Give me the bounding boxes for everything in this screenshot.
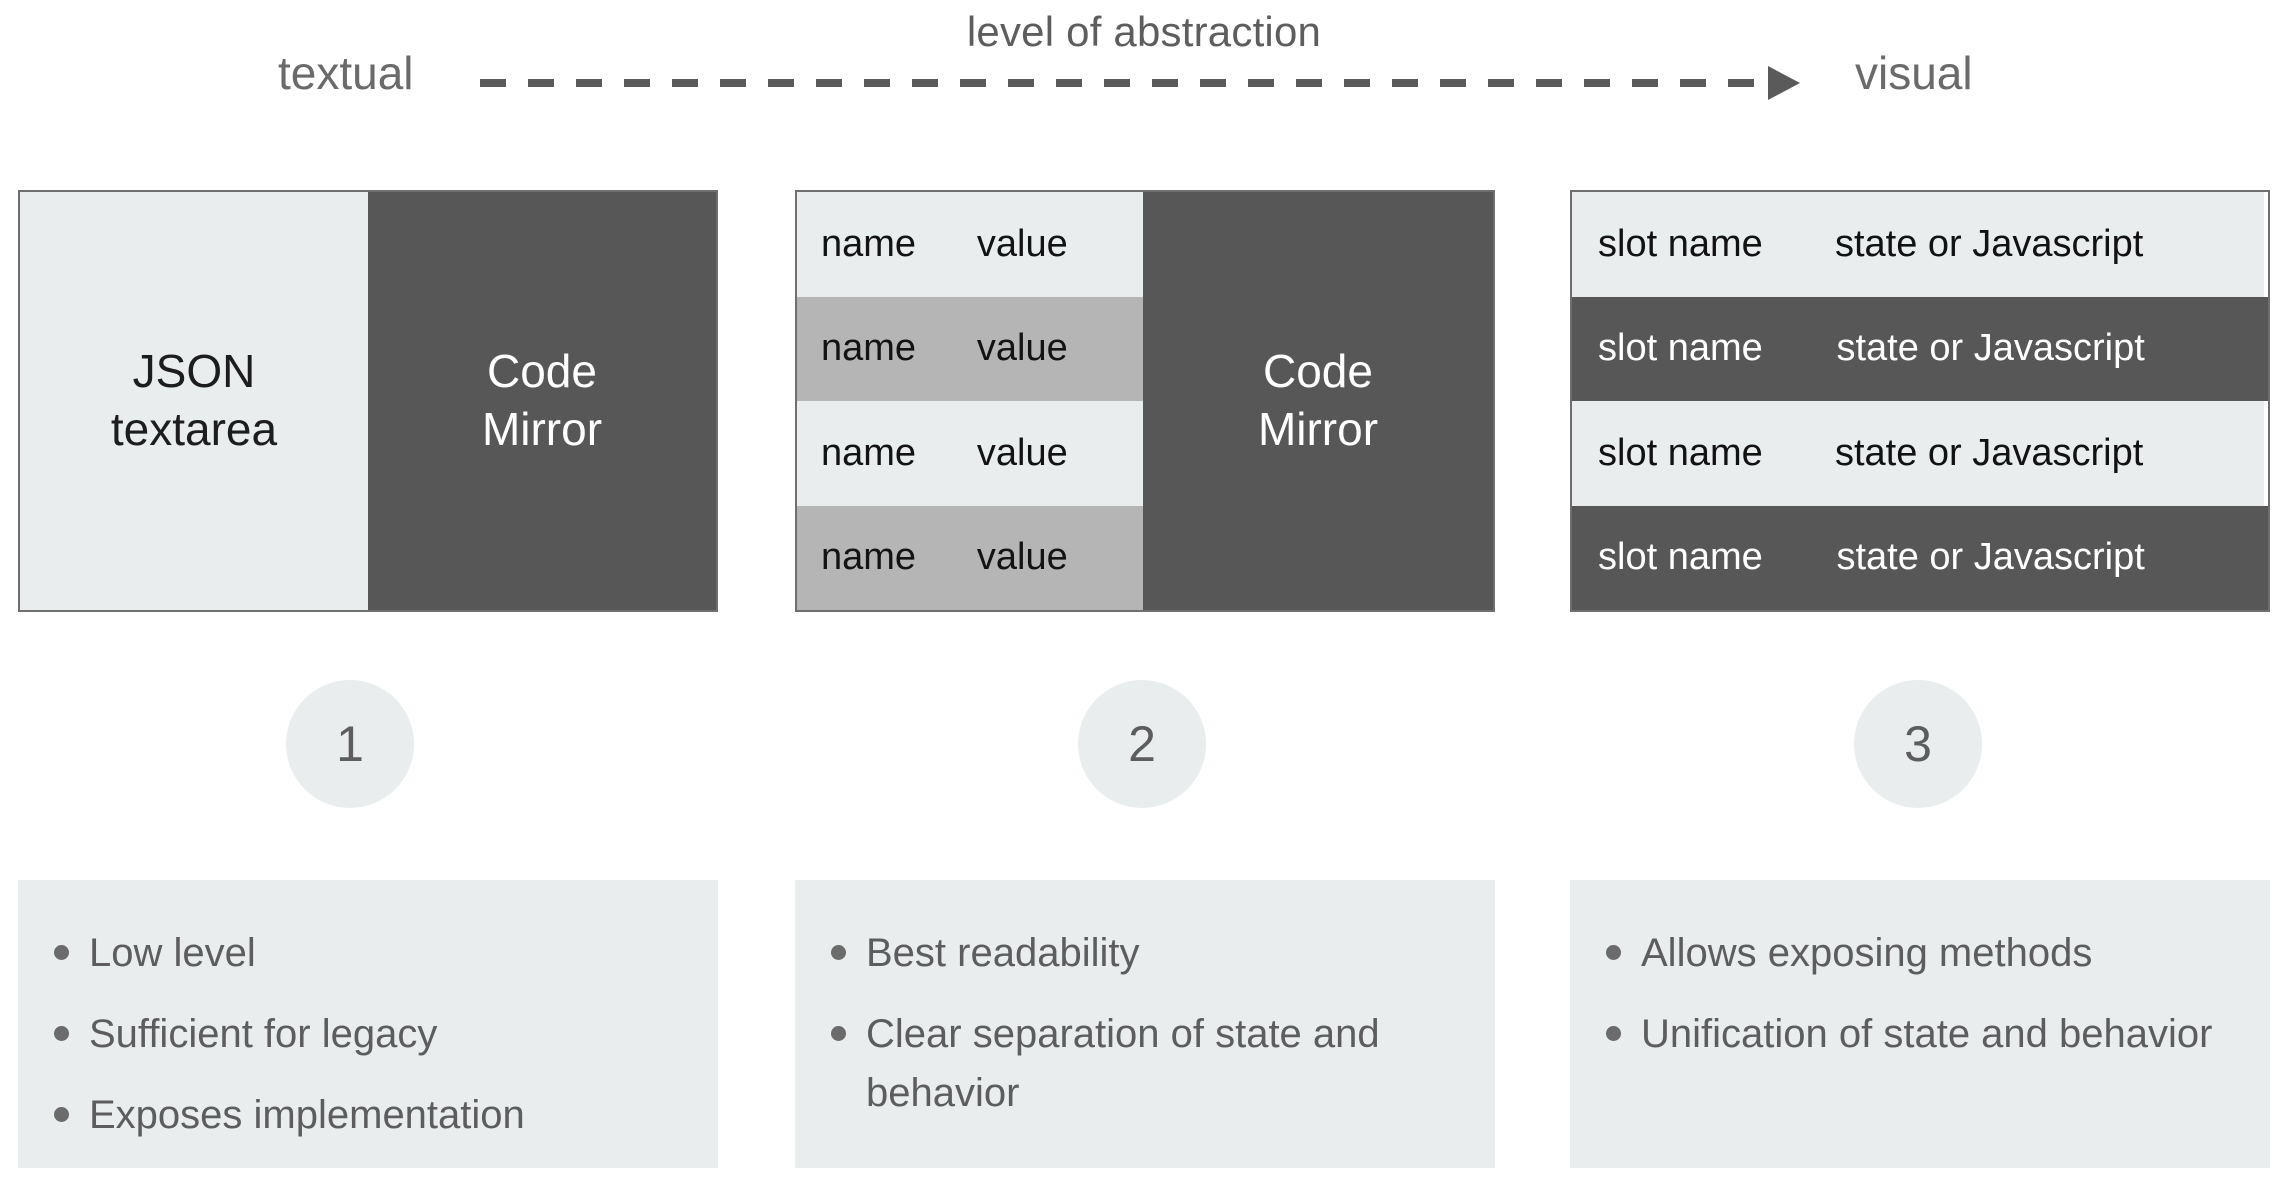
cell-state: state or Javascript xyxy=(1836,536,2145,579)
bullet-text: Unification of state and behavior xyxy=(1641,1012,2213,1057)
cell-state: state or Javascript xyxy=(1834,222,2144,265)
axis-caption: level of abstraction xyxy=(966,8,1322,55)
table-row: slot name state or Javascript xyxy=(1572,296,2268,401)
table-row: slot name state or Javascript xyxy=(1572,505,2268,610)
panel-2-right-line-1: Code xyxy=(1263,345,1373,398)
panel-slot-state-javascript: slot name state or Javascript slot name … xyxy=(1570,190,2270,612)
step-badge-2: 2 xyxy=(1078,680,1206,808)
bullet-dot-icon xyxy=(1606,945,1621,960)
bullet-card-row: Low level Sufficient for legacy Exposes … xyxy=(0,880,2288,1180)
bullet-dot-icon xyxy=(1606,1026,1621,1042)
step-badge-3: 3 xyxy=(1854,680,1982,808)
panel-2-name-value-table: name value name value name value name va… xyxy=(797,192,1143,610)
bullet-dot-icon xyxy=(54,1026,69,1042)
cell-value: value xyxy=(976,536,1068,579)
bullet-dot-icon xyxy=(831,945,846,960)
panel-2-right-line-2: Mirror xyxy=(1257,403,1379,455)
list-item: Allows exposing methods xyxy=(1606,924,2240,983)
panel-1-right-line-2: Mirror xyxy=(481,403,603,455)
abstraction-axis: level of abstraction textual visual xyxy=(0,0,2288,140)
panel-2-right-label: Code Mirror xyxy=(1258,343,1378,459)
bullet-dot-icon xyxy=(54,1107,69,1123)
cell-name: name xyxy=(821,536,917,579)
bullet-text: Allows exposing methods xyxy=(1641,931,2093,975)
cell-state: state or Javascript xyxy=(1834,431,2144,474)
cell-state: state or Javascript xyxy=(1836,327,2145,370)
dashed-line xyxy=(480,79,1770,87)
bullet-dot-icon xyxy=(831,1026,846,1042)
dashed-arrow-right-icon xyxy=(480,66,1820,100)
table-row: name value xyxy=(797,296,1143,401)
axis-right-label: visual xyxy=(1855,47,1973,99)
panel-row: JSON textarea Code Mirror name value nam… xyxy=(0,190,2288,612)
bullet-card-1: Low level Sufficient for legacy Exposes … xyxy=(18,880,718,1168)
axis-left-label: textual xyxy=(278,47,414,99)
table-row: name value xyxy=(797,401,1143,506)
bullet-text: Sufficient for legacy xyxy=(89,1012,438,1057)
list-item: Unification of state and behavior xyxy=(1606,1005,2240,1064)
list-item: Exposes implementation xyxy=(54,1086,688,1145)
panel-1-right-label: Code Mirror xyxy=(482,343,602,459)
panel-name-value-codemirror: name value name value name value name va… xyxy=(795,190,1495,612)
bullet-card-2: Best readability Clear separation of sta… xyxy=(795,880,1495,1168)
cell-slot-name: slot name xyxy=(1598,536,1763,579)
step-badge-1: 1 xyxy=(286,680,414,808)
table-row: slot name state or Javascript xyxy=(1572,401,2264,506)
bullet-text: Best readability xyxy=(866,931,1140,975)
table-row: name value xyxy=(797,192,1143,297)
panel-1-left-line-2: textarea xyxy=(110,403,278,455)
bullet-dot-icon xyxy=(54,945,69,960)
step-number-row: 1 2 3 xyxy=(0,680,2288,815)
cell-value: value xyxy=(976,327,1068,370)
list-item: Sufficient for legacy xyxy=(54,1005,688,1064)
table-row: slot name state or Javascript xyxy=(1572,192,2264,297)
panel-1-right-codemirror: Code Mirror xyxy=(368,192,716,610)
bullet-text: Low level xyxy=(89,931,256,975)
panel-1-left-label: JSON textarea xyxy=(111,343,277,459)
table-row: name value xyxy=(797,505,1143,610)
list-item: Best readability xyxy=(831,924,1465,983)
bullet-card-3: Allows exposing methods Unification of s… xyxy=(1570,880,2270,1168)
cell-name: name xyxy=(821,431,917,474)
cell-slot-name: slot name xyxy=(1598,327,1763,370)
panel-3-slot-table: slot name state or Javascript slot name … xyxy=(1572,192,2268,610)
bullet-text: Clear separation of state and behavior xyxy=(866,1012,1380,1116)
cell-slot-name: slot name xyxy=(1598,431,1763,474)
panel-1-left-json-textarea: JSON textarea xyxy=(20,192,368,610)
list-item: Clear separation of state and behavior xyxy=(831,1005,1465,1123)
arrowhead-icon xyxy=(1768,66,1800,100)
cell-slot-name: slot name xyxy=(1598,222,1763,265)
cell-value: value xyxy=(976,431,1068,474)
panel-2-right-codemirror: Code Mirror xyxy=(1143,192,1493,610)
cell-name: name xyxy=(821,222,917,265)
cell-value: value xyxy=(976,222,1068,265)
panel-1-left-line-1: JSON xyxy=(132,345,256,398)
bullet-text: Exposes implementation xyxy=(89,1093,525,1138)
panel-json-textarea-codemirror: JSON textarea Code Mirror xyxy=(18,190,718,612)
cell-name: name xyxy=(821,327,917,370)
panel-1-right-line-1: Code xyxy=(487,345,597,398)
list-item: Low level xyxy=(54,924,688,983)
